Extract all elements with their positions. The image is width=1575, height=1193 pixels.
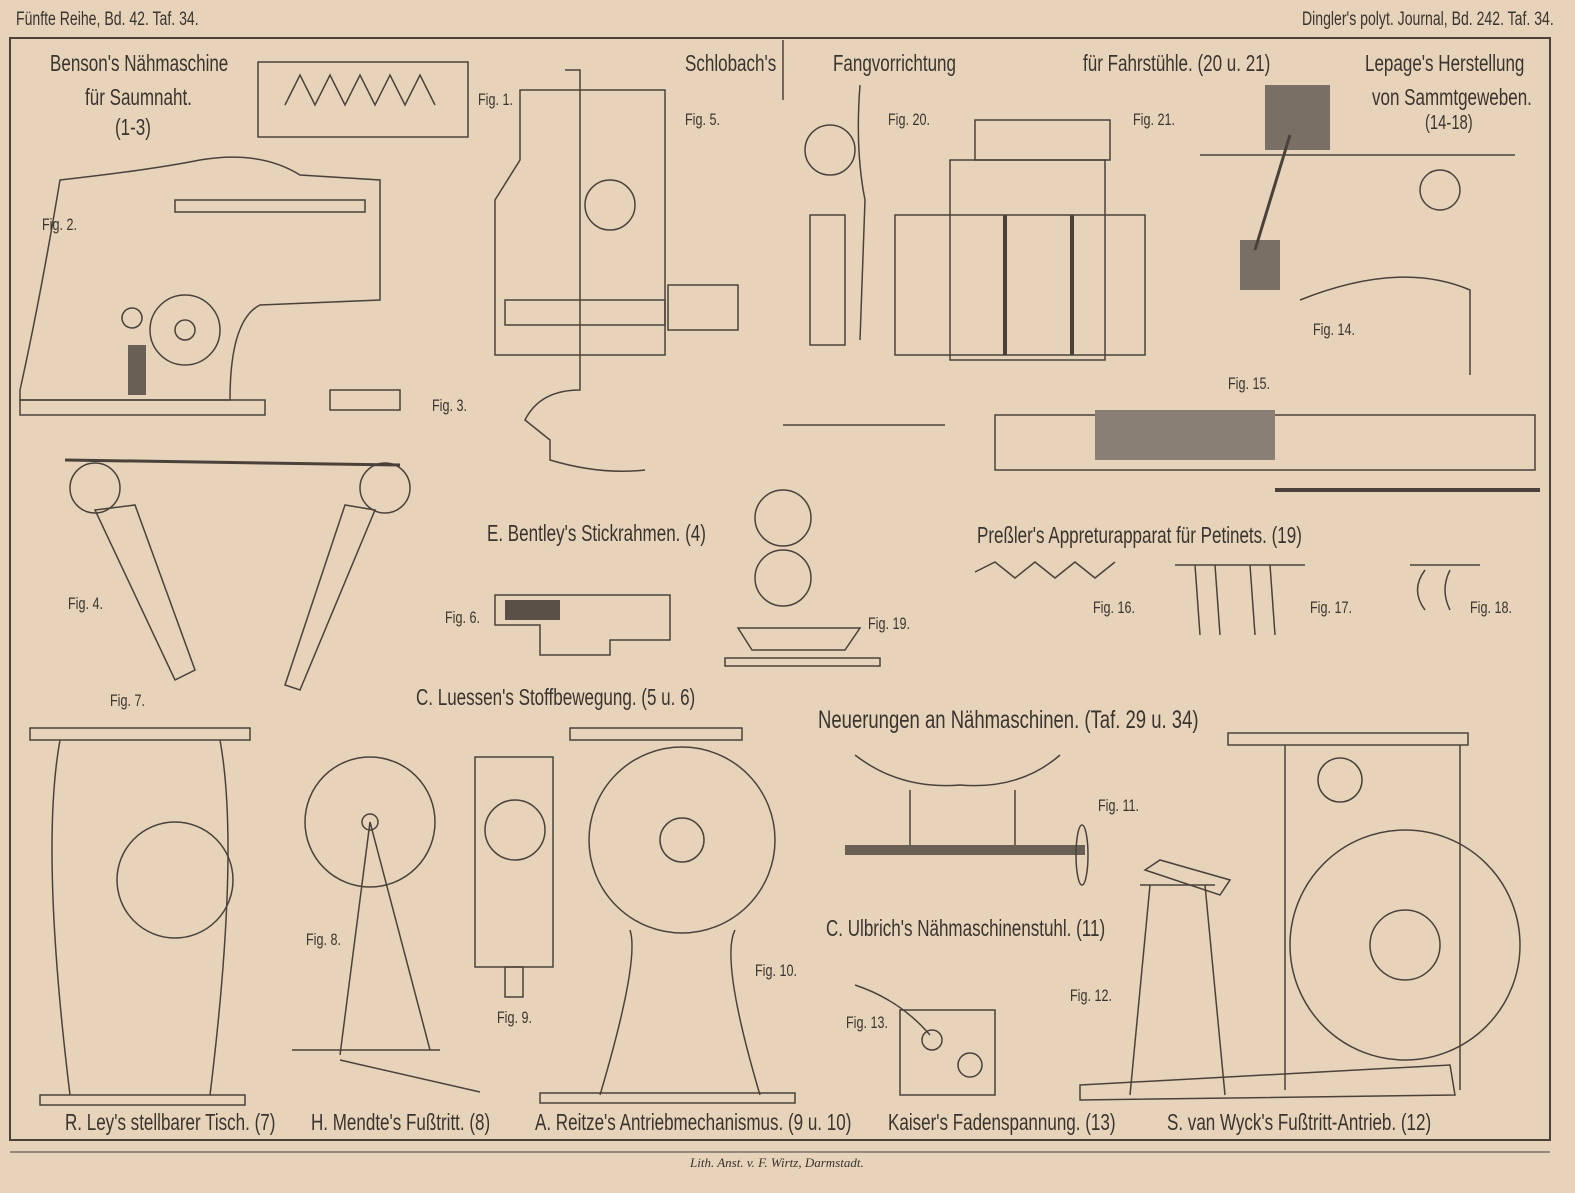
fig-label-18: Fig. 18. [1470, 598, 1512, 617]
caption-bentley: E. Bentley's Stickrahmen. (4) [487, 520, 706, 546]
fig14-drawing [1200, 85, 1515, 375]
caption-ley: R. Ley's stellbarer Tisch. (7) [65, 1109, 276, 1135]
caption-pressler: Preßler's Appreturapparat für Petinets. … [977, 522, 1302, 548]
fig-label-16: Fig. 16. [1093, 598, 1135, 617]
fig5-luessen-drawing [494, 69, 739, 472]
fig4-embroidery-frame-drawing [64, 458, 411, 691]
fig21-drawing [894, 119, 1146, 361]
caption-fahrstuehle: für Fahrstühle. (20 u. 21) [1083, 50, 1271, 76]
fig-label-1: Fig. 1. [478, 90, 513, 109]
caption-lepage-subtitle: von Sammtgeweben. [1372, 84, 1532, 110]
caption-luessen: C. Luessen's Stoffbewegung. (5 u. 6) [416, 684, 696, 710]
caption-benson-figs: (1-3) [115, 114, 151, 140]
header-left: Fünfte Reihe, Bd. 42. Taf. 34. [16, 9, 199, 30]
fig-label-19: Fig. 19. [868, 614, 910, 633]
fig6-drawing [494, 594, 671, 656]
fig-label-10: Fig. 10. [755, 961, 797, 980]
fig15-drawing [994, 410, 1540, 492]
fig-label-9: Fig. 9. [497, 1008, 532, 1027]
caption-ulbrich: C. Ulbrich's Nähmaschinenstuhl. (11) [826, 915, 1106, 941]
fig-label-7: Fig. 7. [110, 691, 145, 710]
fig8-treadle-drawing [292, 756, 481, 1093]
fig1-stitch-drawing [257, 61, 469, 138]
caption-fangvorrichtung: Fangvorrichtung [833, 50, 956, 76]
caption-lepage-figs: (14-18) [1425, 112, 1473, 134]
caption-mendte: H. Mendte's Fußtritt. (8) [311, 1109, 491, 1135]
caption-schlobach: Schlobach's [685, 50, 777, 76]
fig11-drawing [845, 754, 1089, 886]
fig16-18-drawings [974, 561, 1480, 636]
caption-kaiser: Kaiser's Fadenspannung. (13) [888, 1109, 1116, 1135]
fig12-drawing [1079, 732, 1521, 1101]
fig-label-15: Fig. 15. [1228, 374, 1270, 393]
fig2-sewing-machine-drawing [19, 156, 401, 416]
fig-label-3: Fig. 3. [432, 396, 467, 415]
plate-frame [9, 37, 1551, 1141]
fig19-drawing [724, 424, 945, 667]
fig-label-12: Fig. 12. [1070, 986, 1112, 1005]
caption-reitze: A. Reitze's Antriebmechanismus. (9 u. 10… [535, 1109, 852, 1135]
fig-label-8: Fig. 8. [306, 930, 341, 949]
fig7-table-drawing [29, 727, 251, 1106]
fig-label-13: Fig. 13. [846, 1013, 888, 1032]
fig-label-6: Fig. 6. [445, 608, 480, 627]
fig-label-2: Fig. 2. [42, 215, 77, 234]
caption-benson-subtitle: für Saumnaht. [85, 84, 192, 110]
imprint: Lith. Anst. v. F. Wirtz, Darmstadt. [690, 1155, 864, 1170]
fig-label-14: Fig. 14. [1313, 320, 1355, 339]
caption-lepage-title: Lepage's Herstellung [1365, 50, 1525, 76]
fig-label-11: Fig. 11. [1098, 796, 1140, 815]
caption-neuerungen: Neuerungen an Nähmaschinen. (Taf. 29 u. … [818, 706, 1199, 734]
fig10-drawing [539, 727, 796, 1104]
fig-label-21: Fig. 21. [1133, 110, 1175, 129]
fig-label-5: Fig. 5. [685, 110, 720, 129]
fig9-drawing [474, 756, 554, 998]
fig-label-17: Fig. 17. [1310, 598, 1352, 617]
fig13-drawing [854, 984, 996, 1096]
fig20-drawing [804, 84, 866, 346]
caption-benson-title: Benson's Nähmaschine [50, 50, 229, 76]
caption-wyck: S. van Wyck's Fußtritt-Antrieb. (12) [1167, 1109, 1432, 1135]
header-right: Dingler's polyt. Journal, Bd. 242. Taf. … [1302, 9, 1554, 30]
fig-label-20: Fig. 20. [888, 110, 930, 129]
fig-label-4: Fig. 4. [68, 594, 103, 613]
